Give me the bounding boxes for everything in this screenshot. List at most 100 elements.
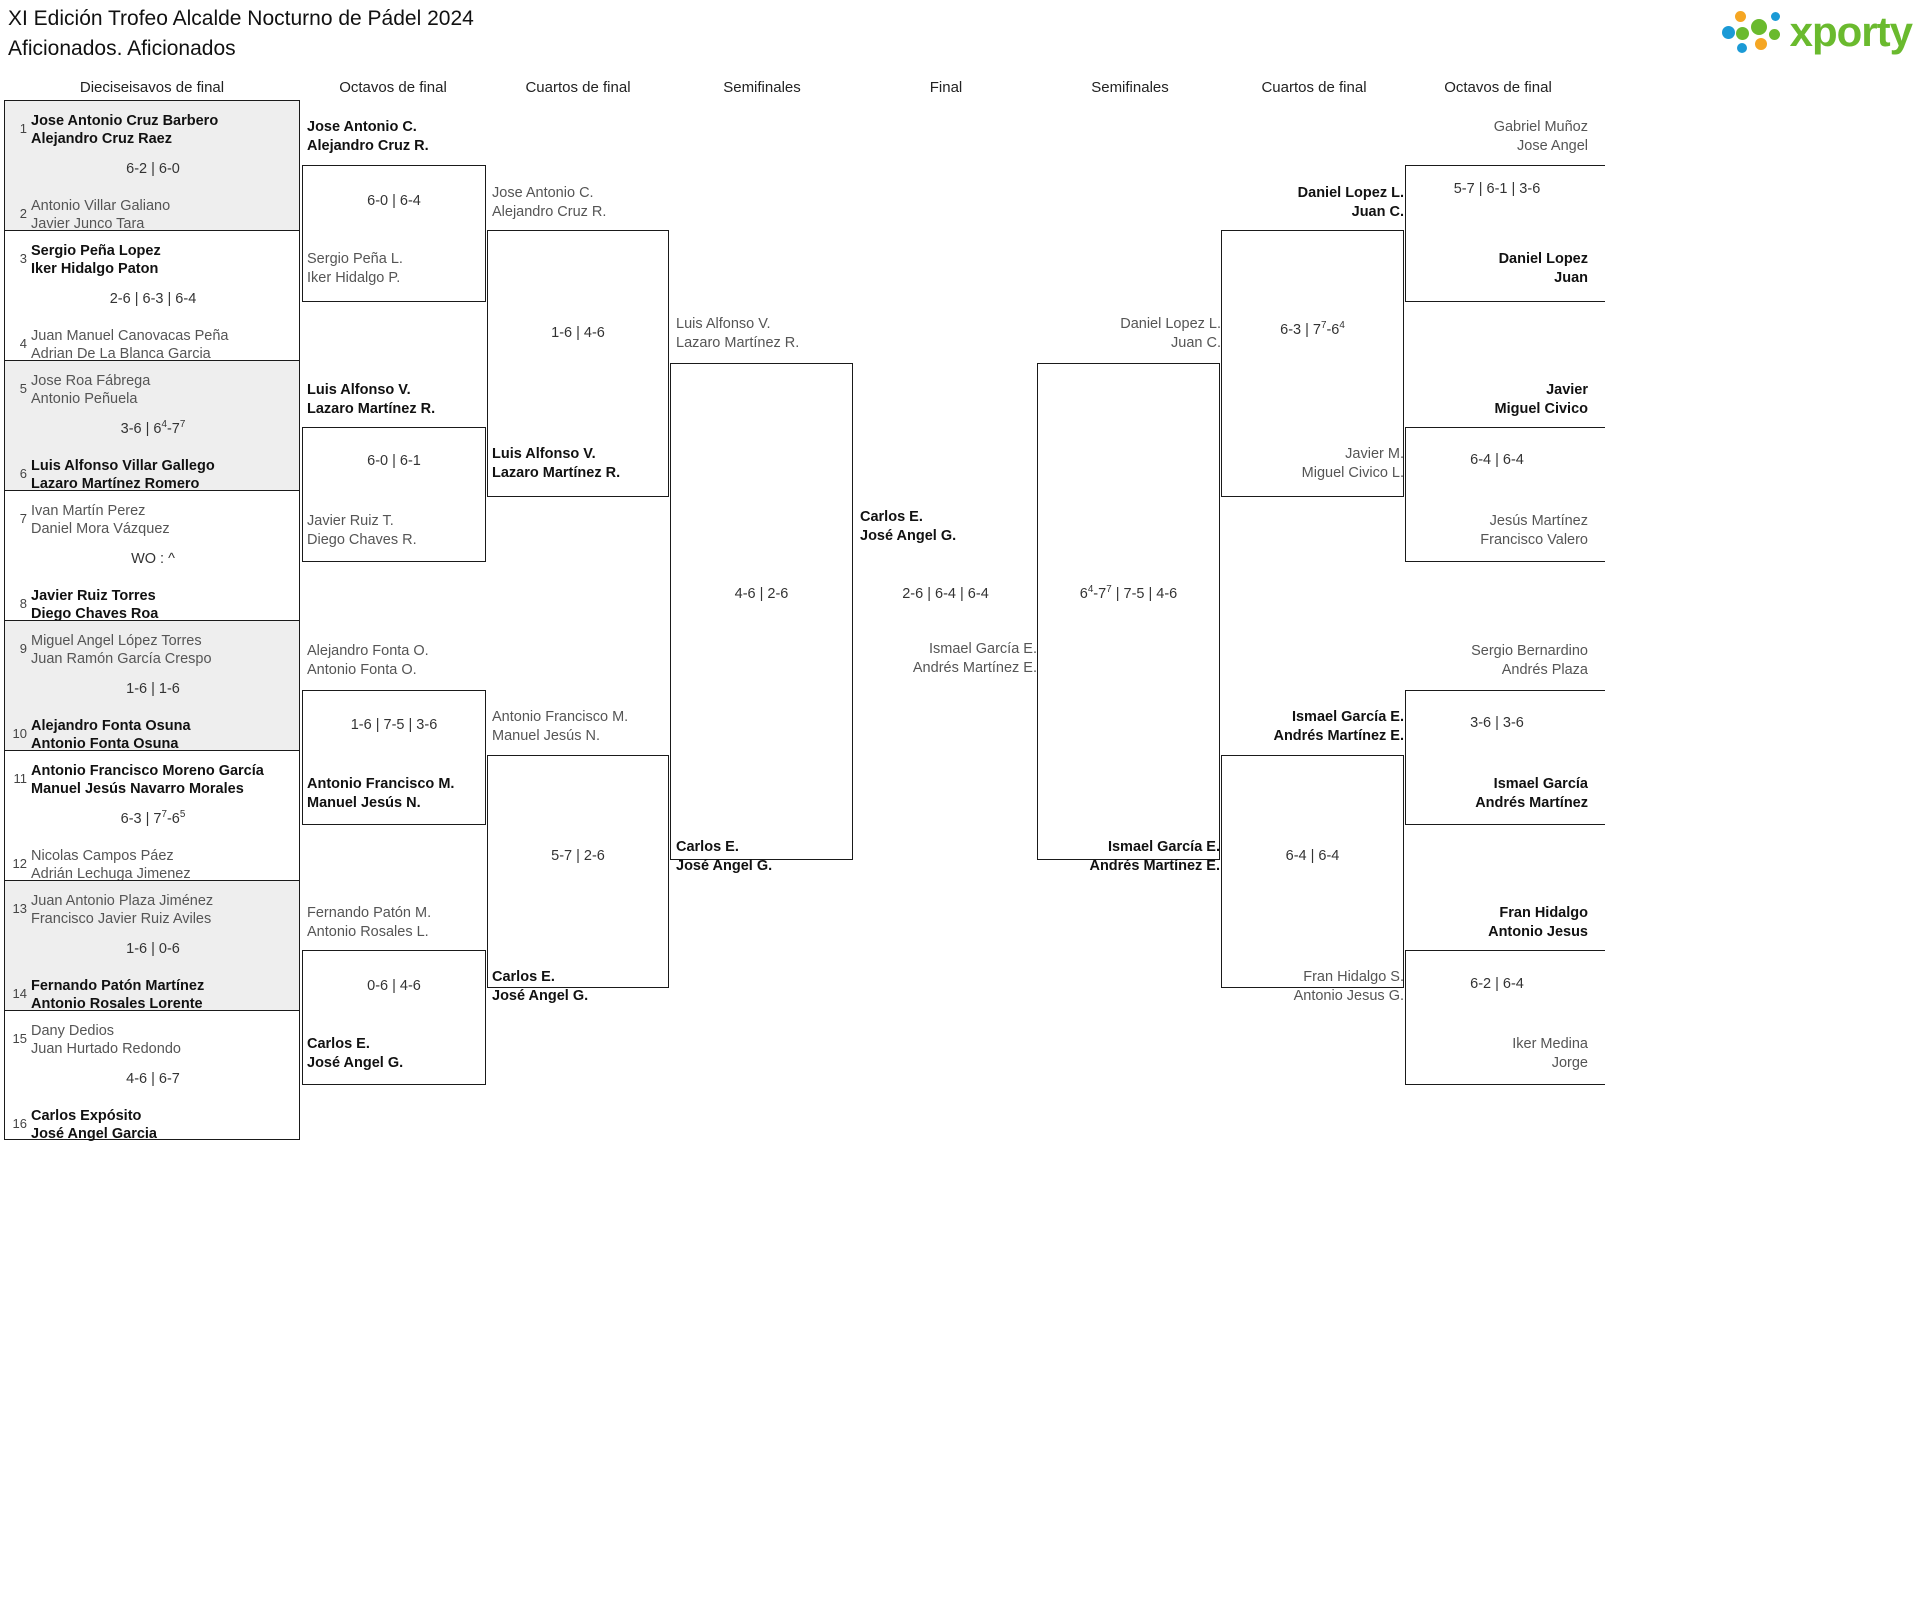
left-r4-m1-score: 4-6 | 2-6 (734, 586, 789, 602)
left-r3-m2-score: 5-7 | 2-6 (551, 848, 605, 864)
seed-match-score: 3-6 | 64-77 (120, 419, 186, 437)
round-header-r2-right: Octavos de final (1444, 79, 1552, 96)
left-r2-m3-bottom-team: Antonio Francisco M.Manuel Jesús N. (307, 776, 455, 811)
seed-match-score: 2-6 | 6-3 | 6-4 (109, 291, 197, 307)
right-r2-m4-box[interactable] (1405, 950, 1605, 1085)
seed-number: 8 (19, 596, 27, 611)
left-r3-m2-top-team: Antonio Francisco M.Manuel Jesús N. (492, 709, 629, 744)
page-header: XI Edición Trofeo Alcalde Nocturno de Pá… (0, 0, 1920, 70)
round-header-r3-left: Cuartos de final (525, 79, 631, 96)
right-r2-m4-score: 6-2 | 6-4 (1470, 976, 1524, 992)
left-r3-m1-bottom-team: Luis Alfonso V.Lazaro Martínez R. (492, 446, 621, 481)
left-r2-m3-score: 1-6 | 7-5 | 3-6 (350, 717, 438, 733)
left-r3-m1-top-team: Jose Antonio C.Alejandro Cruz R. (492, 185, 607, 220)
seed-number: 4 (19, 336, 27, 351)
tournament-subtitle: Aficionados. Aficionados (8, 37, 236, 60)
title-block: XI Edición Trofeo Alcalde Nocturno de Pá… (8, 4, 474, 64)
xporty-dots-logo-icon (1721, 7, 1784, 57)
round-header-r4-left: Semifinales (723, 79, 801, 96)
round-header-final: Final (929, 79, 963, 96)
right-r3-m1-box[interactable] (1221, 230, 1404, 497)
right-r3-m1-bottom-team: Javier M.Miguel Civico L. (1301, 446, 1404, 481)
left-r2-m4-top-team: Fernando Patón M.Antonio Rosales L. (307, 905, 432, 940)
left-r3-m2-bottom-team: Carlos E.José Angel G. (492, 969, 589, 1004)
right-r4-m1-box[interactable] (1037, 363, 1220, 860)
seed-number: 11 (13, 771, 28, 786)
tournament-title: XI Edición Trofeo Alcalde Nocturno de Pá… (8, 7, 474, 30)
round-header-r2-left: Octavos de final (339, 79, 447, 96)
seed-number: 1 (19, 121, 27, 136)
right-r3-m2-box[interactable] (1221, 755, 1404, 988)
seed-number: 3 (19, 251, 27, 266)
left-r2-m1-score: 6-0 | 6-4 (367, 193, 421, 209)
right-r2-m1-box[interactable] (1405, 165, 1605, 302)
final-left-team: Carlos E.José Angel G. (860, 509, 957, 544)
round-header-r1-left: Dieciseisavos de final (79, 79, 225, 96)
seed-number: 2 (19, 206, 27, 221)
seed-match-score: 1-6 | 1-6 (126, 681, 180, 697)
seed-number: 10 (12, 726, 27, 741)
right-r2-m2-score: 6-4 | 6-4 (1470, 452, 1524, 468)
right-r3-m2-top-team: Ismael García E.Andrés Martínez E. (1273, 709, 1404, 744)
left-r2-m3-box[interactable] (302, 690, 486, 825)
left-r2-m2-bottom-team: Javier Ruiz T.Diego Chaves R. (307, 513, 417, 548)
seed-number: 16 (12, 1116, 27, 1131)
left-r3-m1-box[interactable] (487, 230, 669, 497)
xporty-logo[interactable]: xporty (1721, 6, 1913, 58)
seed-match-score: 6-3 | 77-65 (120, 809, 186, 827)
left-r2-m4-bottom-team: Carlos E.José Angel G. (307, 1036, 404, 1071)
seed-number: 13 (12, 901, 27, 916)
seed-number: 9 (19, 641, 27, 656)
round-header-r3-right: Cuartos de final (1261, 79, 1367, 96)
right-r2-m3-box[interactable] (1405, 690, 1605, 825)
left-r3-m2-box[interactable] (487, 755, 669, 988)
seed-match-score: 1-6 | 0-6 (126, 941, 180, 957)
round-header-r4-right: Semifinales (1091, 79, 1169, 96)
right-r2-m3-score: 3-6 | 3-6 (1470, 715, 1524, 731)
right-r3-m2-bottom-team: Fran Hidalgo S.Antonio Jesus G. (1293, 969, 1404, 1004)
seed-number: 15 (12, 1031, 27, 1046)
left-r2-m1-box[interactable] (302, 165, 486, 302)
seed-match-score: 4-6 | 6-7 (126, 1071, 180, 1087)
right-r3-m1-score: 6-3 | 77-64 (1280, 320, 1345, 338)
left-r2-m2-box[interactable] (302, 427, 486, 562)
right-r3-m2-score: 6-4 | 6-4 (1285, 848, 1340, 864)
left-r4-m1-box[interactable] (670, 363, 853, 860)
seed-number: 12 (12, 856, 27, 871)
logo-wordmark: xporty (1789, 8, 1913, 55)
seed-number: 6 (19, 466, 27, 481)
seed-number: 5 (19, 381, 27, 396)
left-r2-m4-box[interactable] (302, 950, 486, 1085)
left-r2-m2-top-team: Luis Alfonso V.Lazaro Martínez R. (307, 382, 436, 417)
right-r2-m2-box[interactable] (1405, 427, 1605, 562)
right-r4-m1-bottom-team: Ismael García E.Andrés Martínez E. (1089, 839, 1220, 874)
seed-number: 7 (19, 511, 27, 526)
right-r3-m1-top-team: Daniel Lopez L.Juan C. (1297, 185, 1404, 220)
